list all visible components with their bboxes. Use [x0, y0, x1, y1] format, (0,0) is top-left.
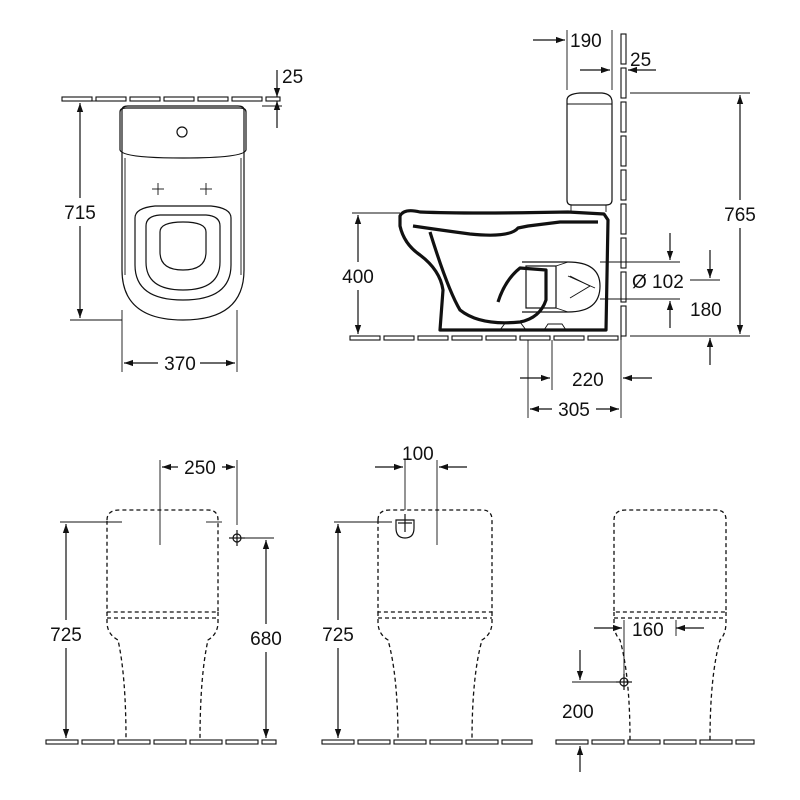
front-view-outline [106, 509, 219, 613]
tank-wall-gap-label: 25 [630, 50, 651, 71]
back-view-height-label: 725 [322, 625, 354, 646]
back-view: 725 100 [316, 444, 533, 745]
top-view: 715 370 25 [58, 67, 303, 375]
outlet-from-wall-label: 220 [572, 370, 604, 391]
right-inlet-offset-label: 160 [632, 620, 664, 641]
seat-height-label: 400 [342, 267, 374, 288]
top-view-bowl-outline [121, 105, 245, 321]
right-view-floor [555, 739, 755, 745]
front-view-floor [45, 739, 277, 745]
outlet-diameter-label: Ø 102 [632, 272, 684, 293]
side-view-floor [349, 335, 622, 341]
back-view-floor [321, 739, 533, 745]
top-view-depth-label: 715 [64, 203, 96, 224]
total-height-label: 765 [724, 205, 756, 226]
side-view-outlet [522, 261, 601, 313]
right-view-outline [613, 509, 727, 613]
top-view-width-label: 370 [164, 354, 196, 375]
side-view-tank [566, 92, 613, 206]
foot-from-wall-label: 305 [558, 400, 590, 421]
top-view-seat-inner [145, 214, 221, 291]
side-view-trap [412, 220, 598, 237]
inlet-height-label: 680 [250, 629, 282, 650]
top-view-seat-outer [134, 205, 232, 301]
top-view-bowl-opening [159, 221, 207, 271]
top-view-tank-lid [119, 107, 247, 159]
top-view-wall-gap-label: 25 [282, 67, 303, 88]
fixing-point-icon [152, 183, 212, 195]
back-inlet-icon [395, 514, 415, 539]
tank-depth-label: 190 [570, 31, 602, 52]
bolt-spacing-label: 250 [184, 458, 216, 479]
back-view-outline [377, 509, 493, 613]
side-view-wall [620, 33, 627, 337]
top-view-wall [61, 96, 281, 102]
front-view-height-label: 725 [50, 625, 82, 646]
right-inlet-icon [616, 674, 632, 690]
outlet-height-label: 180 [690, 300, 722, 321]
front-view: 725 250 680 [44, 456, 288, 745]
flush-button-icon [176, 126, 188, 138]
side-view: 190 25 765 400 Ø 102 180 220 305 [336, 30, 762, 421]
water-inlet-icon [229, 530, 245, 546]
side-view-bowl [398, 209, 610, 332]
right-view: 160 200 [555, 509, 755, 772]
right-inlet-height-label: 200 [562, 702, 594, 723]
back-inlet-offset-label: 100 [402, 444, 434, 465]
